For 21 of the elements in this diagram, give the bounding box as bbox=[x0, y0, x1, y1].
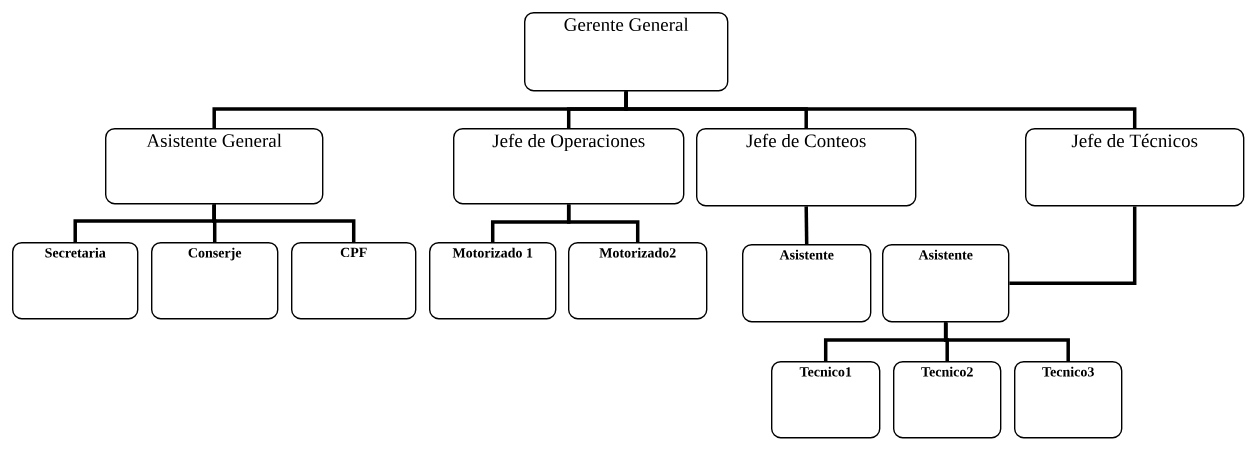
org-box: Secretaria bbox=[12, 242, 139, 320]
org-box: Motorizado 1 bbox=[429, 242, 557, 320]
org-box: Asistente bbox=[882, 244, 1010, 323]
org-box: Gerente General bbox=[524, 12, 729, 92]
org-box: Tecnico3 bbox=[1014, 361, 1123, 439]
connector-line bbox=[566, 204, 640, 242]
connector-line bbox=[943, 322, 1070, 361]
org-box: Tecnico1 bbox=[771, 361, 881, 439]
org-box: Asistente bbox=[742, 244, 872, 323]
connector-line bbox=[624, 91, 1137, 128]
connector-line bbox=[212, 204, 356, 242]
connector-line bbox=[1009, 206, 1137, 285]
org-box: Jefe de Operaciones bbox=[453, 128, 685, 205]
org-box: Jefe de Técnicos bbox=[1025, 128, 1245, 207]
org-box: Conserje bbox=[151, 242, 279, 320]
org-box: CPF bbox=[291, 242, 417, 320]
org-box: Jefe de Conteos bbox=[696, 128, 917, 207]
connector-line bbox=[804, 206, 809, 244]
org-box: Asistente General bbox=[105, 128, 324, 205]
org-box: Motorizado2 bbox=[568, 242, 708, 320]
org-box: Tecnico2 bbox=[893, 361, 1002, 439]
